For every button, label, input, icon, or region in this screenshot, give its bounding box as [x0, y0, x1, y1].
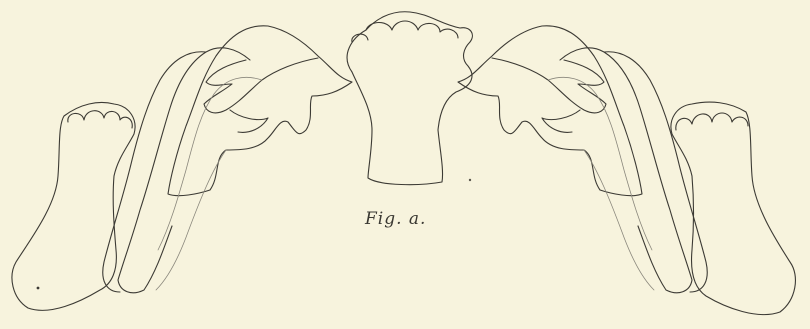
left-outer-limb — [12, 103, 135, 311]
right-lobes — [458, 26, 707, 293]
ink-dot — [37, 287, 40, 290]
central-segment — [347, 12, 472, 185]
figure-caption: Fig. a. — [364, 209, 426, 229]
right-outer-limb — [671, 102, 795, 315]
ink-dot — [469, 179, 471, 181]
left-lobes — [103, 26, 352, 293]
